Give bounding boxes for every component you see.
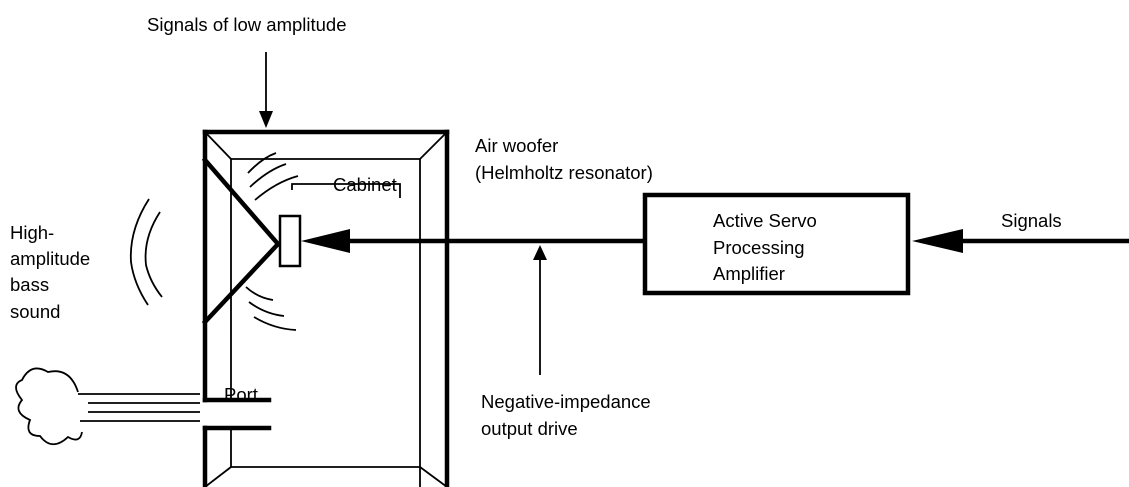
signals-label: Signals <box>1001 210 1062 231</box>
air-woofer-line1: Air woofer <box>475 135 558 156</box>
amplifier-line1: Active Servo <box>713 210 817 231</box>
air-puff-cloud <box>15 367 200 446</box>
air-woofer-line2: (Helmholtz resonator) <box>475 162 653 183</box>
port <box>202 335 272 431</box>
high-amp-line2: amplitude <box>10 248 90 269</box>
port-label: Port <box>224 384 258 405</box>
low-amplitude-label: Signals of low amplitude <box>147 14 347 35</box>
input-signal-arrow <box>912 229 1129 253</box>
low-amplitude-waves-bottom <box>245 286 297 331</box>
high-amp-line1: High- <box>10 222 54 243</box>
cabinet-label: Cabinet <box>333 174 397 195</box>
amplifier-line2: Processing <box>713 237 805 258</box>
high-amp-line3: bass <box>10 274 49 295</box>
drive-line-arrow <box>301 229 645 253</box>
negative-impedance-line1: Negative-impedance <box>481 391 651 412</box>
high-amp-line4: sound <box>10 301 60 322</box>
cabinet <box>202 129 450 487</box>
negative-impedance-line2: output drive <box>481 418 578 439</box>
high-amplitude-waves <box>129 198 163 306</box>
amplifier-box <box>642 192 911 296</box>
low-amplitude-arrow <box>259 52 273 128</box>
driver-cone <box>201 156 302 326</box>
cabinet-inner-panel <box>291 183 401 198</box>
negative-impedance-arrow <box>533 245 547 375</box>
low-amplitude-waves-top <box>247 152 299 201</box>
amplifier-line3: Amplifier <box>713 263 785 284</box>
